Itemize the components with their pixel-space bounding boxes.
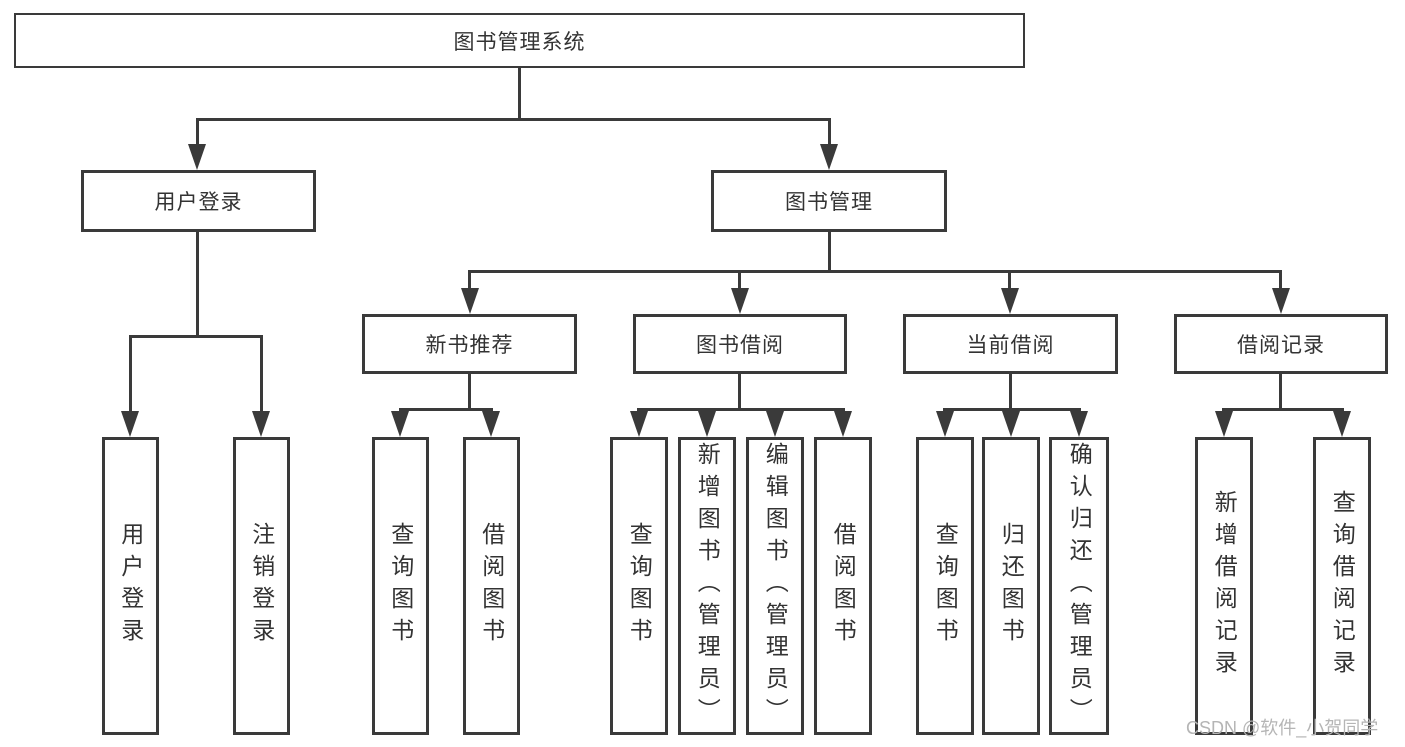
connector-current-borrow-stem — [1009, 374, 1012, 408]
node-new-books-label: 新书推荐 — [425, 334, 514, 357]
arrow-down-icon — [1001, 288, 1019, 314]
node-book-borrow-label: 图书借阅 — [696, 334, 784, 357]
leaf-user-login-label: 用户登录 — [117, 522, 144, 650]
connector-root-stem — [518, 68, 521, 118]
node-book-mgmt-label: 图书管理 — [785, 191, 873, 214]
leaf-borrow-add: 新增图书（管理员） — [678, 437, 736, 735]
leaf-records-query: 查询借阅记录 — [1313, 437, 1371, 735]
leaf-records-add: 新增借阅记录 — [1195, 437, 1253, 735]
connector-drop-new-books — [468, 270, 471, 290]
arrow-down-icon — [630, 411, 648, 437]
node-borrow-records-label: 借阅记录 — [1237, 334, 1325, 357]
leaf-current-return-label: 归还图书 — [998, 522, 1025, 650]
node-current-borrow-label: 当前借阅 — [966, 334, 1055, 357]
node-root-label: 图书管理系统 — [453, 30, 586, 54]
connector-drop-book-mgmt — [828, 118, 831, 148]
arrow-down-icon — [461, 288, 479, 314]
leaf-borrow-add-label: 新增图书（管理员） — [694, 442, 721, 730]
node-borrow-records: 借阅记录 — [1174, 314, 1388, 374]
leaf-newbooks-query: 查询图书 — [372, 437, 429, 735]
leaf-borrow-query-label: 查询图书 — [626, 522, 653, 650]
leaf-newbooks-borrow: 借阅图书 — [463, 437, 520, 735]
connector-book-borrow-stem — [738, 374, 741, 408]
connector-book-mgmt-stem — [828, 232, 831, 270]
connector-borrow-records-stem — [1279, 374, 1282, 408]
node-root: 图书管理系统 — [14, 13, 1025, 68]
arrow-down-icon — [188, 144, 206, 170]
arrow-down-icon — [1215, 411, 1233, 437]
arrow-down-icon — [834, 411, 852, 437]
arrow-down-icon — [482, 411, 500, 437]
leaf-records-add-label: 新增借阅记录 — [1211, 490, 1238, 682]
connector-drop-current-borrow — [1008, 270, 1011, 290]
connector-new-books-stem — [468, 374, 471, 408]
arrow-down-icon — [1272, 288, 1290, 314]
leaf-borrow-borrow-label: 借阅图书 — [830, 522, 857, 650]
arrow-down-icon — [1002, 411, 1020, 437]
leaf-logout-label: 注销登录 — [248, 522, 275, 650]
arrow-down-icon — [1333, 411, 1351, 437]
connector-drop-login-leaf — [129, 335, 132, 413]
connector-user-login-stem — [196, 232, 199, 335]
node-current-borrow: 当前借阅 — [903, 314, 1118, 374]
node-new-books: 新书推荐 — [362, 314, 577, 374]
connector-drop-logout-leaf — [260, 335, 263, 413]
leaf-user-login: 用户登录 — [102, 437, 159, 735]
arrow-down-icon — [252, 411, 270, 437]
watermark-text: CSDN @软件_小贺同学 — [1186, 718, 1379, 738]
arrow-down-icon — [936, 411, 954, 437]
arrow-down-icon — [731, 288, 749, 314]
arrow-down-icon — [391, 411, 409, 437]
leaf-current-return: 归还图书 — [982, 437, 1040, 735]
leaf-newbooks-borrow-label: 借阅图书 — [478, 522, 505, 650]
leaf-logout: 注销登录 — [233, 437, 290, 735]
connector-root-bar — [196, 118, 831, 121]
leaf-current-query: 查询图书 — [916, 437, 974, 735]
connector-new-books-bar — [399, 408, 493, 411]
arrow-down-icon — [820, 144, 838, 170]
connector-drop-book-borrow — [738, 270, 741, 290]
arrow-down-icon — [698, 411, 716, 437]
connector-book-borrow-bar — [637, 408, 845, 411]
arrow-down-icon — [1070, 411, 1088, 437]
connector-book-mgmt-bar — [468, 270, 1282, 273]
node-book-borrow: 图书借阅 — [633, 314, 847, 374]
leaf-current-query-label: 查询图书 — [932, 522, 959, 650]
connector-current-borrow-bar — [943, 408, 1081, 411]
connector-drop-user-login — [196, 118, 199, 148]
node-user-login-label: 用户登录 — [154, 191, 243, 214]
connector-user-login-bar — [129, 335, 263, 338]
node-user-login: 用户登录 — [81, 170, 316, 232]
connector-borrow-records-bar — [1222, 408, 1344, 411]
leaf-borrow-query: 查询图书 — [610, 437, 668, 735]
node-book-mgmt: 图书管理 — [711, 170, 947, 232]
connector-drop-borrow-records — [1279, 270, 1282, 290]
arrow-down-icon — [121, 411, 139, 437]
leaf-borrow-edit: 编辑图书（管理员） — [746, 437, 804, 735]
leaf-records-query-label: 查询借阅记录 — [1329, 490, 1356, 682]
arrow-down-icon — [766, 411, 784, 437]
leaf-borrow-edit-label: 编辑图书（管理员） — [762, 442, 789, 730]
leaf-borrow-borrow: 借阅图书 — [814, 437, 872, 735]
leaf-current-confirm-return: 确认归还（管理员） — [1049, 437, 1109, 735]
leaf-newbooks-query-label: 查询图书 — [387, 522, 414, 650]
leaf-current-confirm-return-label: 确认归还（管理员） — [1066, 442, 1093, 730]
